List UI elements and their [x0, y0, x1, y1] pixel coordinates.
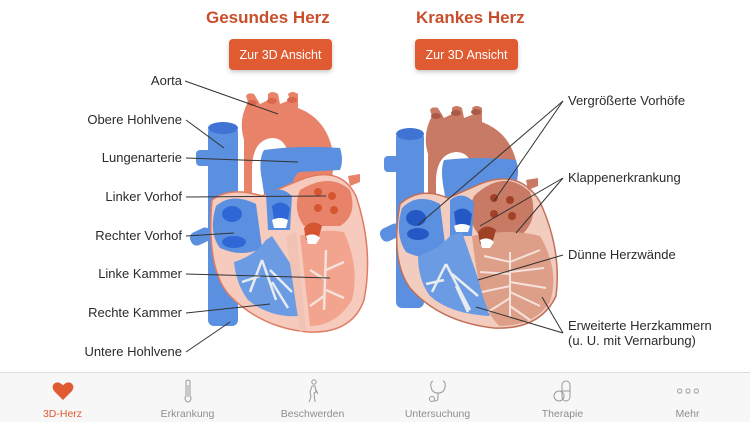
healthy-leader-lines — [184, 80, 331, 353]
main-content: Gesundes Herz Zur 3D Ansicht Krankes Her… — [84, 8, 712, 359]
tab-erkrankung[interactable]: Erkrankung — [125, 373, 250, 422]
diseased-leader-lines — [417, 100, 564, 334]
tab-label: Erkrankung — [160, 408, 215, 420]
tab-beschwerden[interactable]: Beschwerden — [250, 373, 375, 422]
pill-icon — [551, 379, 575, 403]
person-walking-icon — [301, 379, 325, 403]
stethoscope-icon — [426, 379, 450, 403]
tab-untersuchung[interactable]: Untersuchung — [375, 373, 500, 422]
tab-bar: 3D-Herz Erkrankung Beschwerden Untersuch… — [0, 372, 750, 422]
label-lungenarterie: Lungenarterie — [101, 150, 182, 165]
tab-label: Beschwerden — [280, 408, 345, 420]
label-linke-kammer: Linke Kammer — [98, 266, 182, 281]
label-linker-vorhof: Linker Vorhof — [105, 189, 182, 204]
label-rechte-kammer: Rechte Kammer — [88, 305, 182, 320]
label-erweiterte-herzkammern: Erweiterte Herzkammern — [568, 318, 712, 333]
healthy-heart-title: Gesundes Herz — [206, 8, 330, 27]
tab-label: Mehr — [675, 408, 700, 420]
heart-illustrations — [184, 80, 564, 353]
label-klappenerkrankung: Klappenerkrankung — [568, 170, 681, 185]
label-vernarbung-note: (u. U. mit Vernarbung) — [568, 333, 696, 348]
tab-therapie[interactable]: Therapie — [500, 373, 625, 422]
tab-label: Untersuchung — [404, 408, 471, 420]
diseased-heart-diagram — [379, 106, 559, 329]
tab-label: Therapie — [541, 408, 584, 420]
healthy-heart-diagram — [189, 92, 369, 333]
label-untere-hohlvene: Untere Hohlvene — [84, 344, 182, 359]
label-obere-hohlvene: Obere Hohlvene — [87, 112, 182, 127]
tab-label: 3D-Herz — [42, 408, 83, 420]
label-rechter-vorhof: Rechter Vorhof — [95, 228, 182, 243]
diseased-3d-view-button[interactable]: Zur 3D Ansicht — [415, 39, 518, 70]
label-vergroesserte-vorhoefe: Vergrößerte Vorhöfe — [568, 93, 686, 108]
diseased-heart-title: Krankes Herz — [416, 8, 525, 27]
healthy-3d-view-button[interactable]: Zur 3D Ansicht — [229, 39, 332, 70]
heart-icon — [51, 379, 75, 403]
more-icon — [676, 379, 700, 403]
label-duenne-herzwaende: Dünne Herzwände — [568, 247, 676, 262]
thermometer-icon — [176, 379, 200, 403]
label-aorta: Aorta — [150, 73, 182, 88]
tab-mehr[interactable]: Mehr — [625, 373, 750, 422]
tab-3d-herz[interactable]: 3D-Herz — [0, 373, 125, 422]
